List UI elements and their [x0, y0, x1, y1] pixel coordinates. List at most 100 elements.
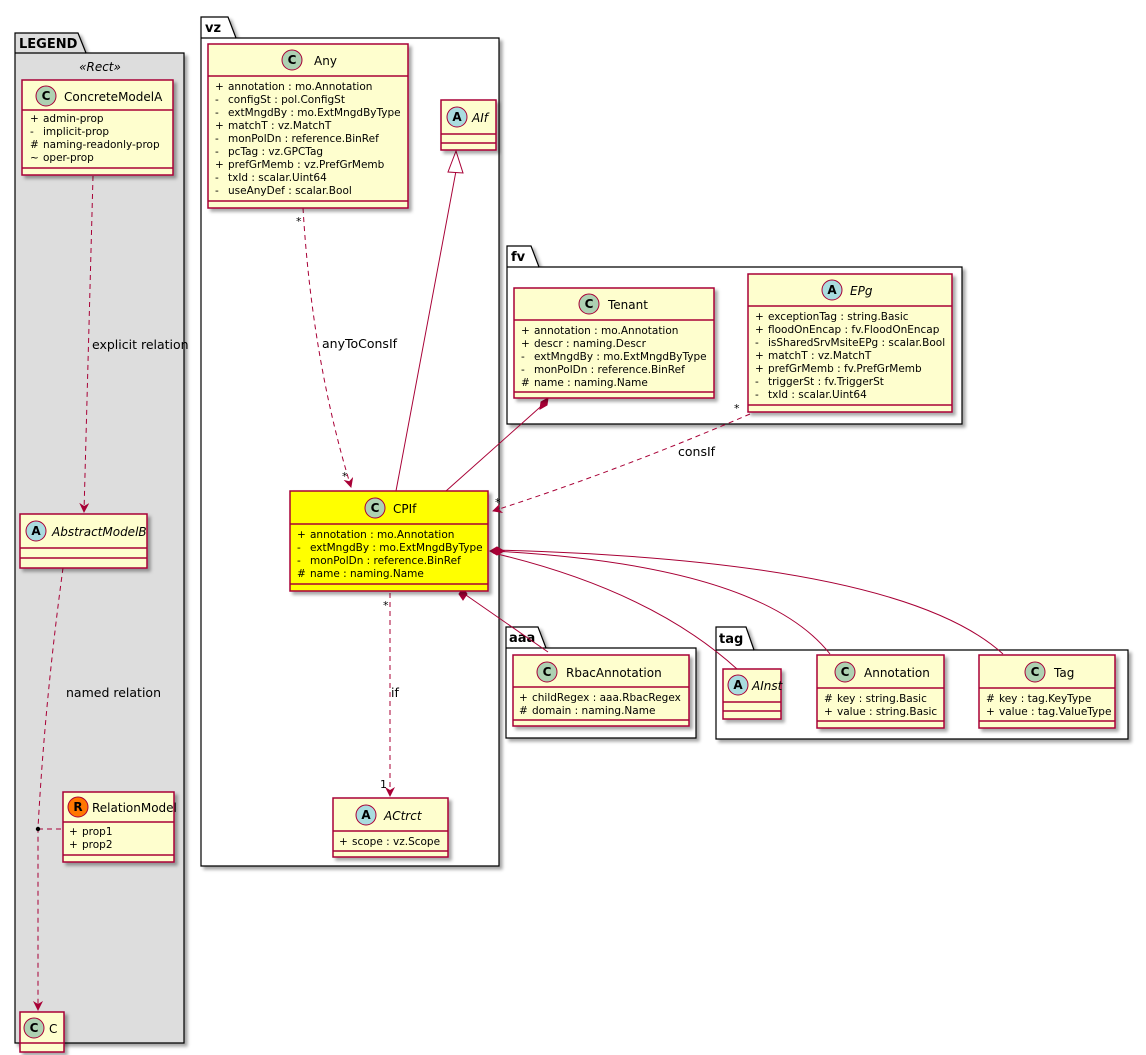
abstract-model-name: AbstractModelB [51, 525, 147, 539]
class-cpif: C CPIf + annotation : mo.Annotation - ex… [289, 490, 489, 592]
class-tag: C Tag # key : tag.KeyType + value : tag.… [978, 654, 1116, 729]
attribute-visibility: + [521, 338, 530, 350]
attribute-visibility: - [215, 185, 219, 197]
attribute-visibility: - [755, 337, 759, 349]
attribute-visibility: # [521, 377, 530, 389]
package-legend-title: LEGEND [19, 37, 78, 52]
attribute-visibility: + [69, 826, 78, 838]
ainst-class-name: AInst [751, 679, 784, 693]
any-class-name: Any [314, 54, 337, 68]
attribute-text: naming-readonly-prop [43, 139, 160, 151]
tenant-composition-edge [445, 400, 548, 492]
attribute-text: key : tag.KeyType [999, 693, 1091, 705]
attribute-text: isSharedSrvMsiteEPg : scalar.Bool [768, 337, 945, 349]
attribute-text: scope : vz.Scope [352, 836, 440, 848]
attribute-visibility: - [30, 126, 34, 138]
rbac-class-name: RbacAnnotation [566, 666, 662, 680]
aif-class-icon: A [452, 110, 462, 124]
class-c: C C [19, 1011, 65, 1053]
concrete-model-name: ConcreteModelA [64, 90, 163, 104]
attribute-text: monPolDn : reference.BinRef [534, 364, 685, 376]
annotation-class-name: Annotation [864, 666, 930, 680]
relations [33, 170, 1004, 1011]
attribute-visibility: - [215, 107, 219, 119]
attribute-visibility: + [297, 529, 306, 541]
attribute-visibility: + [824, 706, 833, 718]
tag-composition-edge [492, 549, 1004, 655]
attribute-visibility: + [69, 839, 78, 851]
tag-class-icon: C [1031, 665, 1040, 679]
legend-stereotype: «Rect» [79, 60, 121, 74]
class-aif: A AIf [440, 99, 497, 151]
cpif-multiplicity-any: * [342, 470, 348, 483]
relation-junction-dot [35, 826, 41, 832]
attribute-visibility: - [215, 94, 219, 106]
attribute-visibility: + [755, 363, 764, 375]
cons-if-edge [492, 413, 751, 513]
actrct-multiplicity: 1 [380, 778, 387, 791]
tenant-attributes: + annotation : mo.Annotation + descr : n… [521, 325, 707, 389]
attribute-visibility: + [215, 159, 224, 171]
attribute-visibility: + [339, 836, 348, 848]
attribute-visibility: # [824, 693, 833, 705]
attribute-text: prefGrMemb : vz.PrefGrMemb [228, 159, 385, 171]
attribute-visibility: - [521, 364, 525, 376]
package-vz-title: vz [205, 21, 221, 36]
cpif-composition-diamond-right [488, 546, 506, 556]
attribute-visibility: + [521, 325, 530, 337]
rbac-composition-edge [462, 592, 549, 653]
epg-attributes: + exceptionTag : string.Basic + floodOnE… [755, 311, 945, 401]
attribute-text: monPolDn : reference.BinRef [228, 133, 379, 145]
attribute-text: value : string.Basic [837, 706, 937, 718]
cpif-attributes: + annotation : mo.Annotation - extMngdBy… [297, 529, 483, 580]
attribute-visibility: # [297, 568, 306, 580]
explicit-relation-label: explicit relation [92, 337, 189, 352]
class-any: C Any + annotation : mo.Annotation - con… [207, 43, 409, 209]
attribute-visibility: - [297, 542, 301, 554]
abstract-class-icon: A [31, 524, 41, 538]
annotation-composition-edge [492, 550, 831, 655]
attribute-text: triggerSt : fv.TriggerSt [768, 376, 884, 388]
attribute-text: prop1 [82, 826, 113, 838]
attribute-text: name : naming.Name [310, 568, 424, 580]
attribute-visibility: - [215, 172, 219, 184]
concrete-model-attributes: + admin-prop - implicit-prop # naming-re… [30, 113, 160, 164]
attribute-text: admin-prop [43, 113, 104, 125]
cpif-multiplicity-if: * [383, 599, 389, 612]
attribute-visibility: # [519, 705, 528, 717]
attribute-visibility: - [521, 351, 525, 363]
attribute-visibility: + [755, 311, 764, 323]
generalization-edge [395, 170, 457, 492]
any-attributes: + annotation : mo.Annotation - configSt … [215, 81, 401, 197]
named-relation-label: named relation [66, 685, 161, 700]
annotation-class-icon: C [841, 665, 850, 679]
attribute-text: extMngdBy : mo.ExtMngdByType [310, 542, 483, 554]
attribute-visibility: + [30, 113, 39, 125]
attribute-visibility: # [986, 693, 995, 705]
if-label: if [391, 685, 399, 700]
class-annotation: C Annotation # key : string.Basic + valu… [816, 654, 945, 729]
epg-multiplicity: * [734, 402, 740, 415]
attribute-text: extMngdBy : mo.ExtMngdByType [534, 351, 707, 363]
class-abstract-model-b: A AbstractModelB [19, 513, 148, 569]
attribute-visibility: + [755, 324, 764, 336]
ainst-composition-edge [492, 552, 738, 670]
attribute-text: domain : naming.Name [532, 705, 655, 717]
attribute-visibility: + [986, 706, 995, 718]
attribute-text: matchT : vz.MatchT [768, 350, 872, 362]
attribute-text: extMngdBy : mo.ExtMngdByType [228, 107, 401, 119]
attribute-text: implicit-prop [43, 126, 109, 138]
actrct-class-icon: A [361, 808, 371, 822]
named-relation-edge [33, 567, 64, 1011]
relation-class-icon: R [73, 800, 82, 814]
cpif-class-icon: C [371, 501, 380, 515]
any-multiplicity: * [296, 215, 302, 228]
any-to-cons-if-edge [302, 207, 354, 488]
tenant-composition-diamond [539, 397, 549, 410]
cpif-multiplicity-epg: * [495, 496, 501, 509]
attribute-visibility: - [215, 133, 219, 145]
attribute-visibility: - [755, 389, 759, 401]
package-fv-title: fv [511, 250, 526, 265]
attribute-text: annotation : mo.Annotation [310, 529, 454, 541]
package-aaa-title: aaa [509, 631, 535, 646]
